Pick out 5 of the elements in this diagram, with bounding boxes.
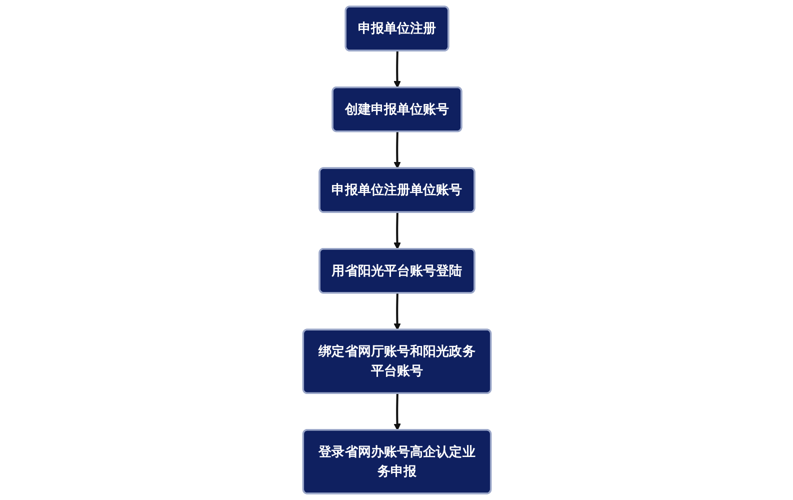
arrow: [393, 50, 400, 88]
arrow: [393, 293, 400, 330]
arrow: [393, 394, 400, 431]
arrow: [393, 132, 400, 169]
arrow: [393, 212, 400, 250]
